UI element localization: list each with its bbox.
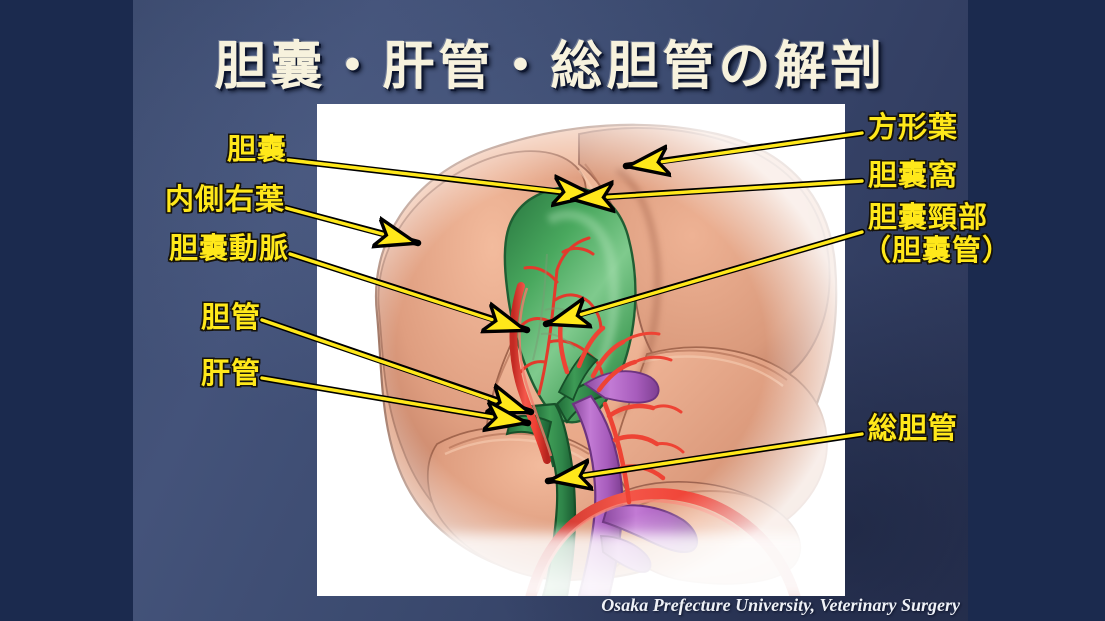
liver-gallbladder-diagram [317,104,845,596]
label-quadrate-lobe: 方形葉 [868,110,959,144]
anatomy-illustration [317,104,845,596]
plate-vignette [317,104,845,596]
credit-line: Osaka Prefecture University, Veterinary … [601,595,960,615]
label-common-bile-duct: 総胆管 [868,411,959,445]
label-gallbladder-fossa: 胆囊窩 [868,158,959,192]
label-gallbladder: 胆囊 [226,132,287,166]
label-gallbladder-neck: 胆囊頸部 [868,200,989,234]
plate-bottom-fade [317,534,845,596]
page-title: 胆囊・肝管・総胆管の解剖 [214,37,887,97]
label-right-medial-lobe: 内側右葉 [164,182,285,216]
label-cystic-artery: 胆囊動脈 [168,231,289,265]
label-hepatic-duct: 肝管 [200,356,261,390]
label-gallbladder-neck-alt: （胆囊管） [862,233,1013,267]
label-bile-duct: 胆管 [200,300,261,334]
